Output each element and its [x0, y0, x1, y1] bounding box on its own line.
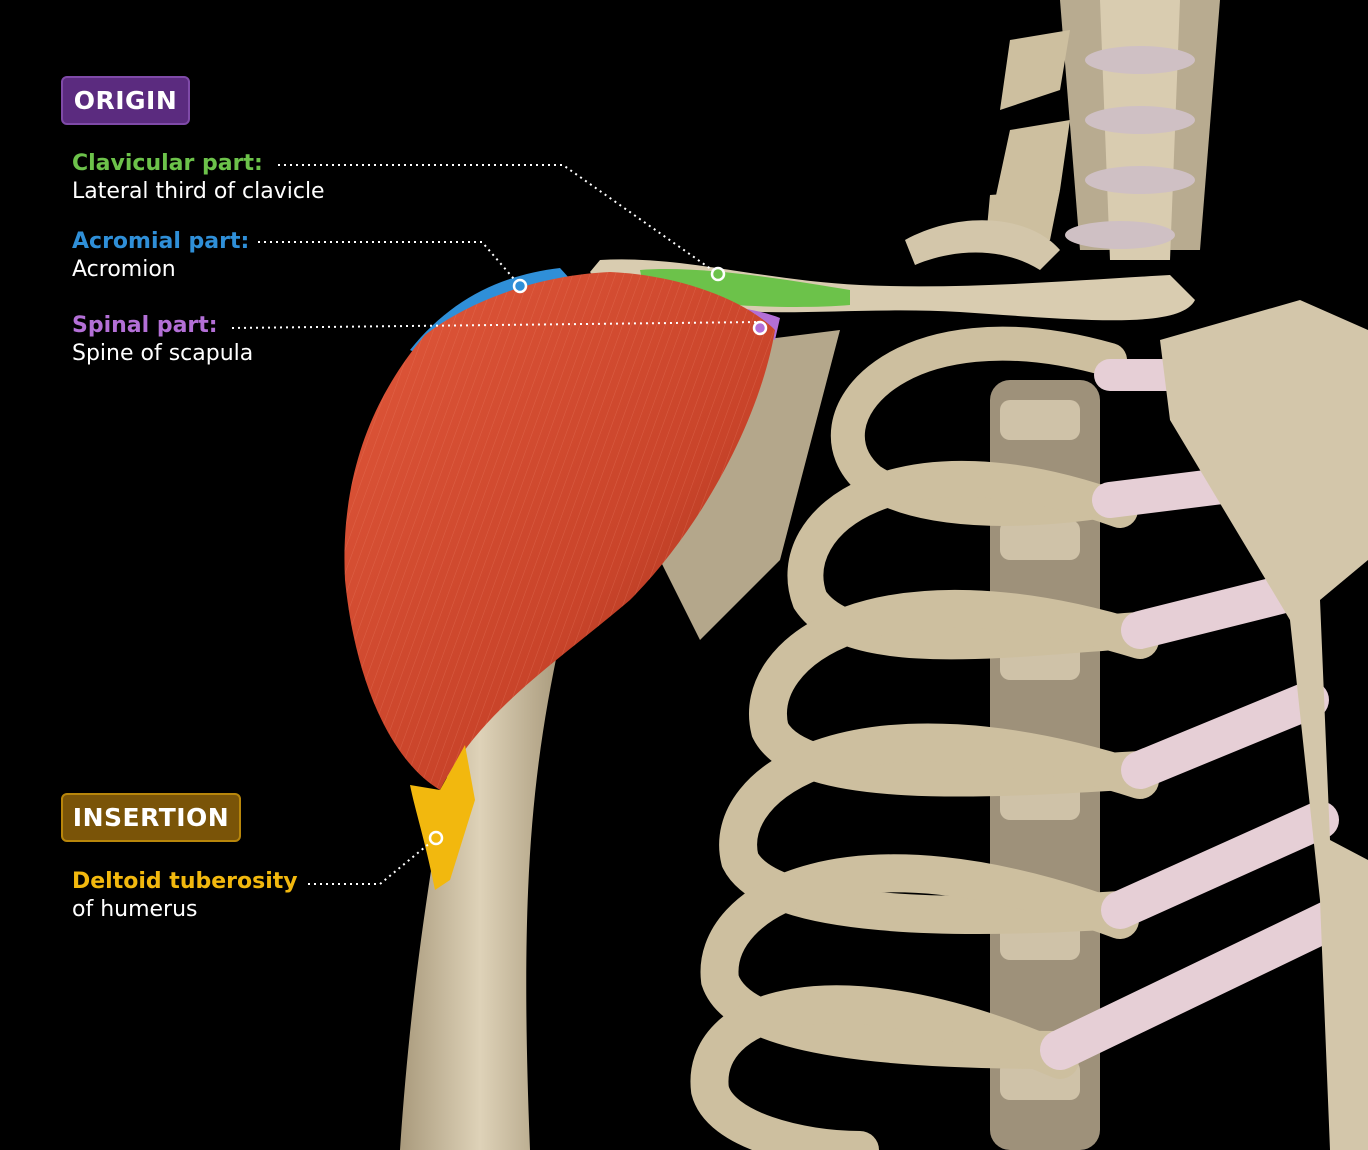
clavicular-leader: [278, 164, 719, 275]
scapula: [640, 330, 840, 640]
humerus: [400, 636, 560, 1150]
spinal-leader: [231, 321, 761, 329]
acromial-leader: [258, 241, 521, 287]
tuberosity-label-desc: of humerus: [72, 897, 198, 922]
clavicular-label: Clavicular part: Lateral third of clavic…: [72, 150, 325, 206]
origin-badge: ORIGIN: [61, 76, 190, 125]
acromial-label: Acromial part: Acromion: [72, 228, 249, 284]
clavicular-label-title: Clavicular part:: [72, 151, 263, 176]
clavicular-marker: [710, 266, 726, 282]
spinal-label: Spinal part: Spine of scapula: [72, 312, 253, 368]
clavicular-label-desc: Lateral third of clavicle: [72, 179, 325, 204]
spinal-marker: [752, 320, 768, 336]
insertion-badge: INSERTION: [61, 793, 241, 842]
spinal-label-desc: Spine of scapula: [72, 341, 254, 366]
acromial-label-title: Acromial part:: [72, 229, 250, 254]
acromial-marker: [512, 278, 528, 294]
acromial-label-desc: Acromion: [72, 257, 176, 282]
tuberosity-marker: [428, 830, 444, 846]
sternum: [1160, 300, 1368, 1150]
tuberosity-label: Deltoid tuberosity of humerus: [72, 868, 298, 924]
tuberosity-leader: [308, 837, 437, 885]
insertion-region: [410, 745, 475, 890]
vertebral-column: [985, 0, 1220, 1150]
spinal-label-title: Spinal part:: [72, 313, 218, 338]
marker-dots: [428, 266, 768, 846]
leader-lines: [231, 164, 761, 885]
tuberosity-label-title: Deltoid tuberosity: [72, 869, 298, 894]
